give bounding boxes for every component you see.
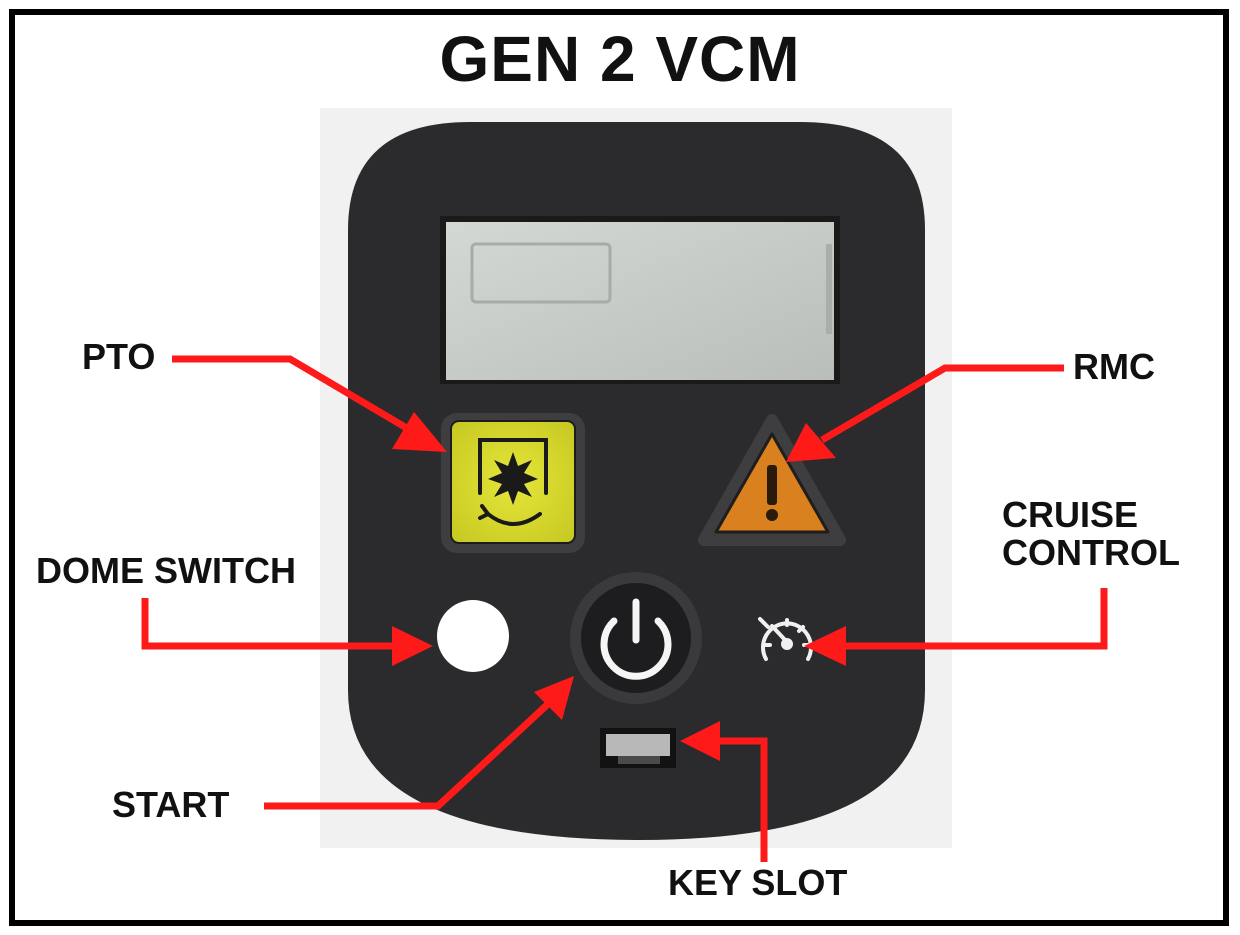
label-cruise-line2: CONTROL — [1002, 534, 1180, 572]
label-pto: PTO — [82, 338, 155, 376]
label-start: START — [112, 786, 229, 824]
label-cruise-control: CRUISE CONTROL — [1002, 496, 1180, 572]
label-key-slot: KEY SLOT — [668, 864, 847, 902]
label-cruise-line1: CRUISE — [1002, 496, 1180, 534]
start-button[interactable] — [570, 572, 702, 704]
label-rmc: RMC — [1073, 348, 1155, 386]
dome-switch-circle[interactable] — [437, 600, 509, 672]
pto-button[interactable] — [441, 413, 585, 553]
label-dome-switch: DOME SWITCH — [36, 552, 296, 590]
lcd-edge-segment — [826, 244, 832, 334]
key-slot[interactable] — [600, 728, 676, 768]
